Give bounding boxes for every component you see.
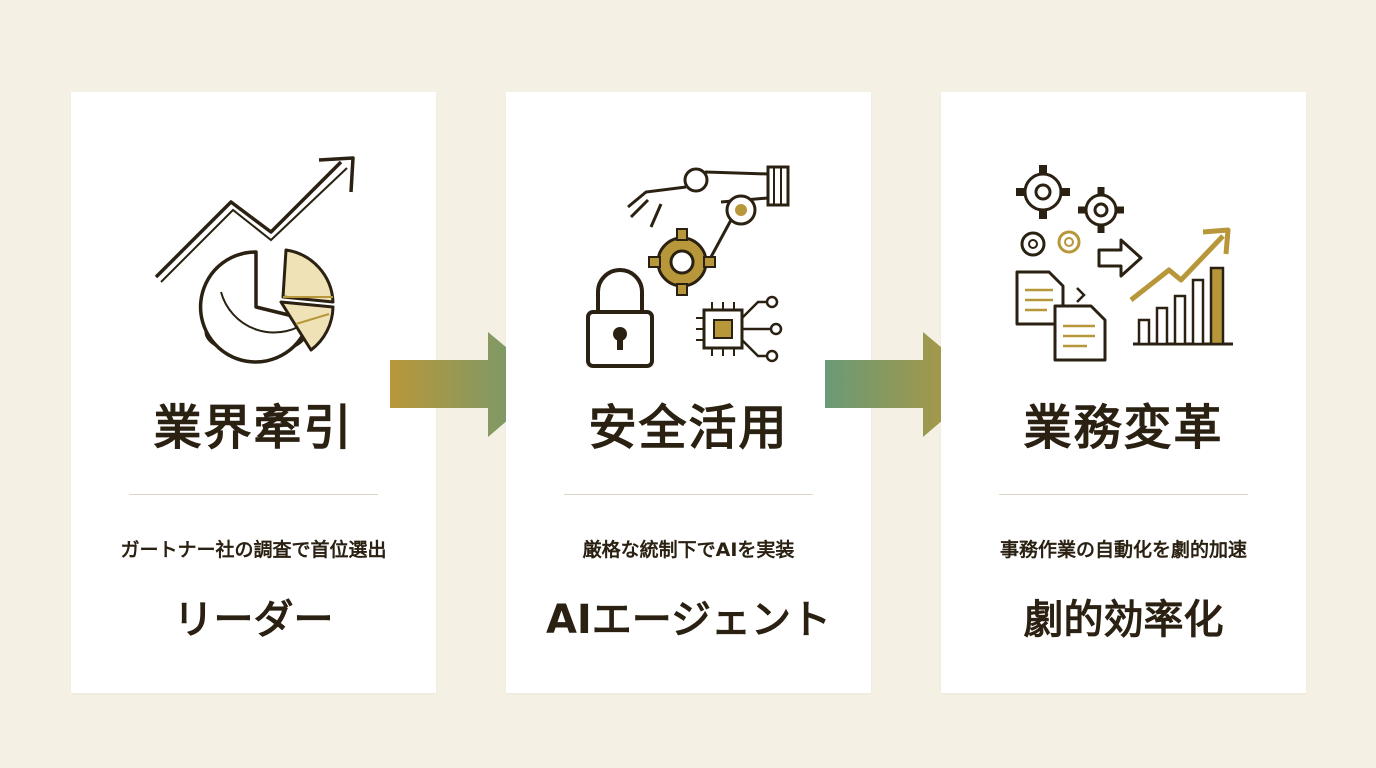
divider: [129, 494, 378, 495]
card-title: 安全活用: [588, 400, 789, 456]
growth-chart-icon: [154, 156, 355, 364]
card-industry-leader: 業界牽引 ガートナー社の調査で首位選出 リーダー: [71, 92, 436, 693]
automation-icon: [1015, 165, 1233, 362]
card-business-transformation: 業務変革 事務作業の自動化を劇的加速 劇的効率化: [941, 92, 1306, 693]
card-title: 業界牽引: [153, 400, 354, 456]
card-description: 厳格な統制下でAIを実装: [582, 539, 795, 561]
card-title: 業務変革: [1023, 400, 1224, 456]
divider: [564, 494, 813, 495]
card-safe-use: 安全活用 厳格な統制下でAIを実装 AIエージェント: [506, 92, 871, 693]
card-highlight: AIエージェント: [545, 597, 832, 643]
card-description: ガートナー社の調査で首位選出: [120, 539, 387, 561]
divider: [999, 494, 1248, 495]
card-highlight: 劇的効率化: [1023, 597, 1224, 643]
robot-security-icon: [586, 165, 790, 368]
card-highlight: リーダー: [173, 597, 334, 643]
card-description: 事務作業の自動化を劇的加速: [999, 539, 1247, 561]
